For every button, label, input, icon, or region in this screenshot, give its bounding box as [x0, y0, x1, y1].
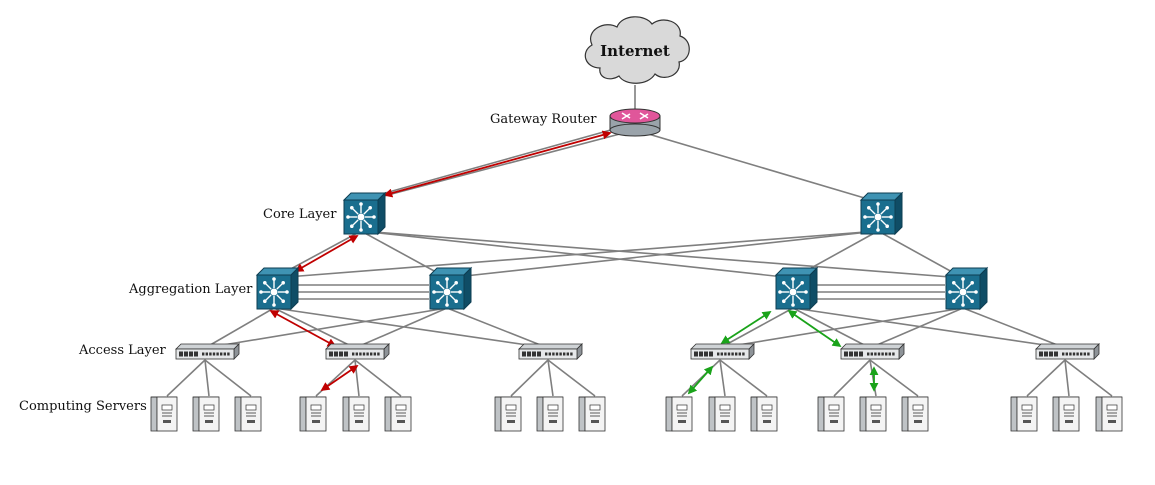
- server-icon: [1052, 396, 1080, 432]
- aggregation-switch-icon: [774, 266, 819, 311]
- access-switch-icon: [325, 343, 390, 360]
- access-layer-label: Access Layer: [78, 343, 167, 358]
- green-path-access-aggregation: [720, 311, 772, 344]
- router-core-link: [370, 125, 626, 198]
- access-server-link: [204, 359, 252, 397]
- core-aggregation-link: [877, 230, 964, 279]
- server-icon: [384, 396, 412, 432]
- access-server-link: [869, 359, 877, 397]
- server-icon: [1095, 396, 1123, 432]
- aggregation-switch-icon: [255, 266, 300, 311]
- access-server-link: [354, 359, 402, 397]
- green-path-aggregation-access: [787, 309, 842, 348]
- access-switch-icon: [175, 343, 240, 360]
- server-icon: [665, 396, 693, 432]
- computing-servers-label: Computing Servers: [19, 399, 147, 414]
- router-core-link: [634, 129, 879, 203]
- core-switch-icon: [859, 191, 904, 236]
- server-icon: [1010, 396, 1038, 432]
- aggregation-access-link: [869, 307, 964, 349]
- aggregation-access-link: [446, 307, 549, 349]
- access-switch-icon: [518, 343, 583, 360]
- access-server-link: [204, 359, 210, 397]
- server-icon: [150, 396, 178, 432]
- server-icon: [859, 396, 887, 432]
- aggregation-access-link: [962, 307, 1066, 349]
- server-icon: [817, 396, 845, 432]
- aggregation-switch-icon: [428, 266, 473, 311]
- access-server-link: [1064, 359, 1113, 397]
- core-aggregation-link: [273, 230, 879, 279]
- aggregation-layer-label: Aggregation Layer: [128, 282, 253, 297]
- server-icon: [578, 396, 606, 432]
- access-server-link: [719, 359, 768, 397]
- access-switch-icon: [840, 343, 905, 360]
- core-layer-label: Core Layer: [263, 207, 337, 222]
- access-server-link: [719, 359, 726, 397]
- server-icon: [901, 396, 929, 432]
- server-icon: [494, 396, 522, 432]
- core-aggregation-link: [446, 230, 879, 279]
- internet-cloud: Internet: [584, 16, 690, 84]
- server-icon: [342, 396, 370, 432]
- access-server-link: [1064, 359, 1070, 397]
- access-server-link: [833, 359, 871, 397]
- access-server-link: [166, 359, 206, 397]
- server-icon: [299, 396, 327, 432]
- access-server-link: [547, 359, 554, 397]
- red-path-access-aggregation: [269, 310, 337, 347]
- server-icon: [234, 396, 262, 432]
- highlighted-paths: [269, 130, 879, 395]
- core-aggregation-link: [360, 230, 448, 279]
- gateway-router-label: Gateway Router: [490, 112, 597, 127]
- access-server-link: [510, 359, 549, 397]
- aggregation-switch-icon: [944, 266, 989, 311]
- green-path-server-access: [687, 365, 714, 395]
- access-switch-icon: [690, 343, 755, 360]
- core-switch-icon: [342, 191, 387, 236]
- server-icon: [192, 396, 220, 432]
- aggregation-access-link: [354, 307, 448, 349]
- access-server-link: [315, 359, 356, 397]
- red-path-core-router: [383, 130, 612, 198]
- server-icon: [536, 396, 564, 432]
- server-icon: [708, 396, 736, 432]
- server-icon: [750, 396, 778, 432]
- access-server-link: [547, 359, 596, 397]
- red-path-aggregation-core: [294, 235, 359, 272]
- aggregation-access-link: [204, 307, 275, 349]
- network-devices: Internet: [150, 16, 1123, 432]
- access-server-link: [681, 359, 721, 397]
- access-server-link: [354, 359, 360, 397]
- red-path-server-access: [320, 364, 359, 392]
- access-switch-icon: [1035, 343, 1100, 360]
- gateway-router-icon: [609, 108, 661, 137]
- access-server-link: [1026, 359, 1066, 397]
- access-server-link: [869, 359, 919, 397]
- internet-label: Internet: [600, 42, 670, 60]
